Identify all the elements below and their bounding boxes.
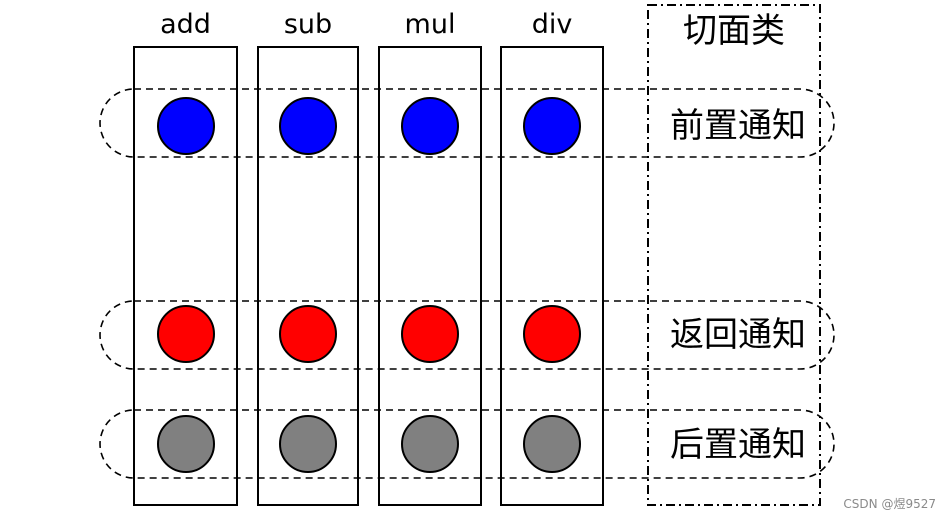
after-advice-dot-div: [523, 415, 581, 473]
before-advice-label: 前置通知: [670, 106, 806, 146]
returning-advice-dot-add: [157, 305, 215, 363]
advice-row-outline: [99, 88, 835, 158]
advice-row-outline: [99, 300, 835, 370]
aspect-class-box: [647, 4, 821, 506]
advice-row-returning: 返回通知: [99, 300, 835, 370]
watermark-text: CSDN @煜9527: [843, 497, 936, 511]
after-advice-label: 后置通知: [670, 425, 806, 465]
method-label-sub: sub: [284, 9, 332, 40]
method-column-box: [378, 46, 482, 506]
before-advice-dot-sub: [279, 97, 337, 155]
before-advice-dot-mul: [401, 97, 459, 155]
returning-advice-dot-div: [523, 305, 581, 363]
returning-advice-dot-mul: [401, 305, 459, 363]
before-advice-dot-add: [157, 97, 215, 155]
advice-row-before: 前置通知: [99, 88, 835, 158]
method-column-div: div: [500, 9, 604, 506]
aspect-class-title: 切面类: [683, 11, 785, 51]
method-label-div: div: [532, 9, 573, 40]
aspect-class-column: 切面类: [647, 4, 821, 506]
method-label-add: add: [160, 9, 211, 40]
method-column-box: [133, 46, 238, 506]
advice-row-after: 后置通知: [99, 409, 835, 479]
method-column-sub: sub: [257, 9, 359, 506]
after-advice-dot-mul: [401, 415, 459, 473]
after-advice-dot-add: [157, 415, 215, 473]
method-column-box: [500, 46, 604, 506]
after-advice-dot-sub: [279, 415, 337, 473]
method-column-box: [257, 46, 359, 506]
advice-row-outline: [99, 409, 835, 479]
method-label-mul: mul: [405, 9, 456, 40]
method-column-add: add: [133, 9, 238, 506]
before-advice-dot-div: [523, 97, 581, 155]
returning-advice-dot-sub: [279, 305, 337, 363]
returning-advice-label: 返回通知: [670, 315, 806, 355]
method-column-mul: mul: [378, 9, 482, 506]
